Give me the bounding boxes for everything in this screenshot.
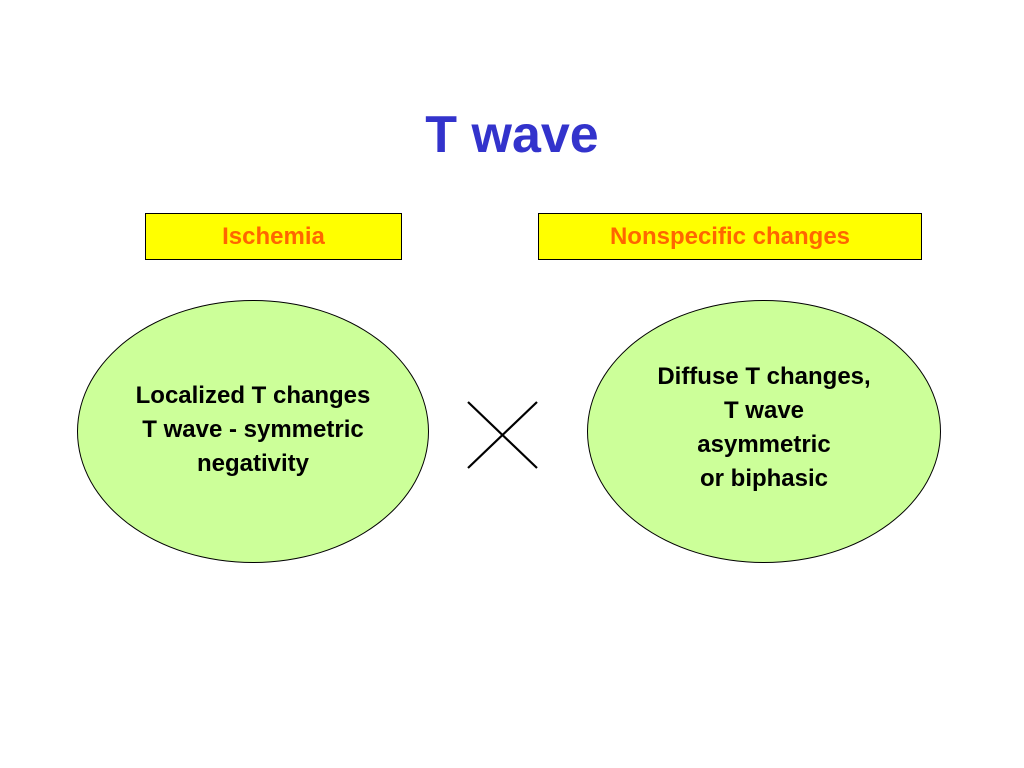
ischemia-description: Localized T changes T wave - symmetric n… — [136, 379, 371, 481]
ischemia-line-2: T wave - symmetric — [142, 415, 364, 443]
ischemia-label: Ischemia — [222, 222, 325, 250]
nonspecific-line-1: Diffuse T changes, — [657, 362, 871, 390]
nonspecific-changes-label: Nonspecific changes — [609, 222, 851, 250]
nonspecific-line-4: or biphasic — [699, 464, 829, 492]
cross-icon — [467, 401, 538, 469]
nonspecific-line-3: asymmetric — [697, 430, 831, 458]
slide-title: T wave — [425, 106, 599, 164]
nonspecific-ellipse: Diffuse T changes, T wave asymmetric or … — [587, 300, 941, 563]
ischemia-line-1: Localized T changes — [135, 381, 371, 409]
nonspecific-changes-label-box: Nonspecific changes — [538, 213, 922, 260]
ischemia-ellipse: Localized T changes T wave - symmetric n… — [77, 300, 429, 563]
ischemia-label-box: Ischemia — [145, 213, 402, 260]
ischemia-line-3: negativity — [196, 449, 309, 477]
nonspecific-description: Diffuse T changes, T wave asymmetric or … — [657, 360, 870, 496]
nonspecific-line-2: T wave — [723, 396, 805, 424]
